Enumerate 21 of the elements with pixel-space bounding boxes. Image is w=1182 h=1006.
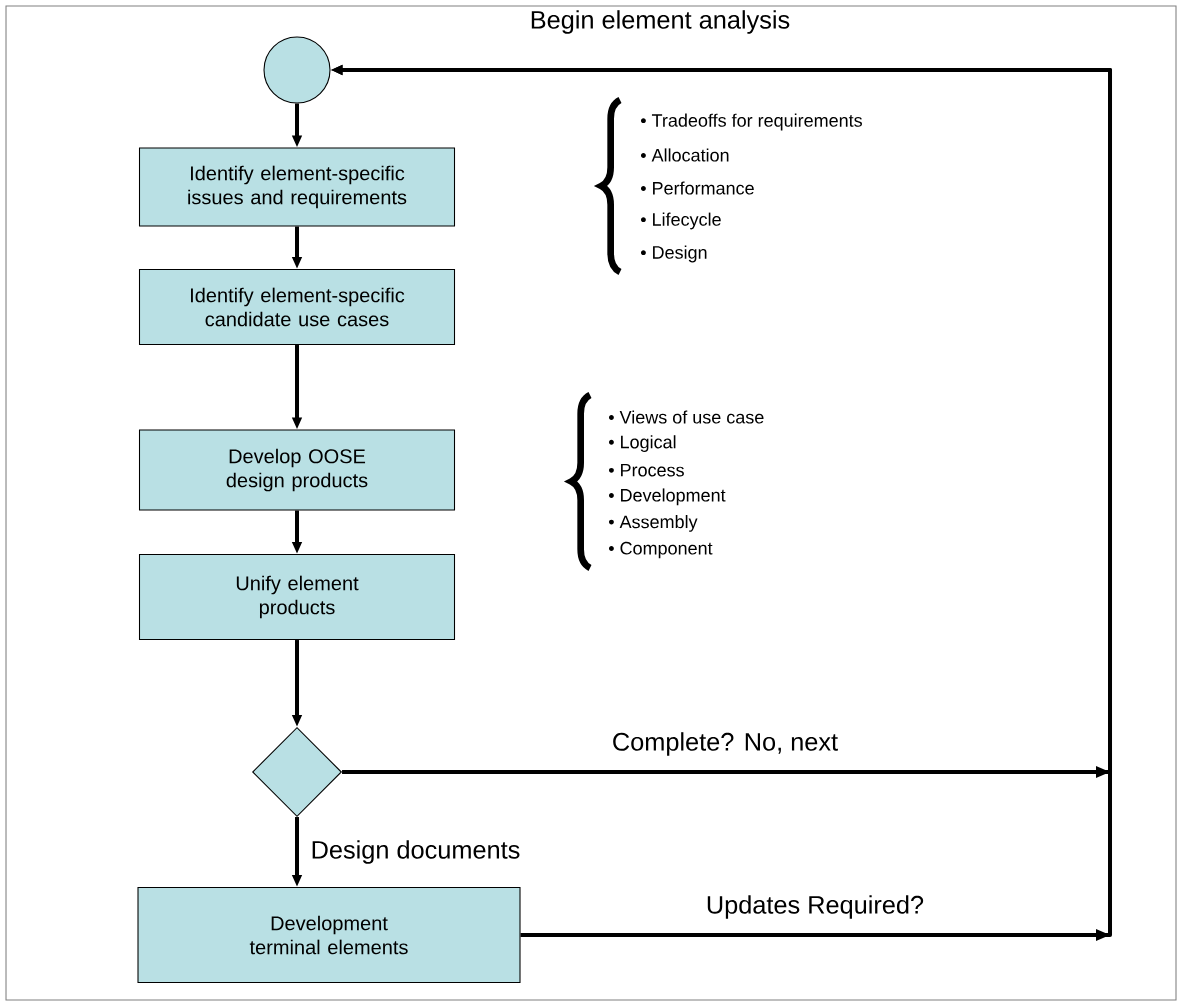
- bullet-item: • Component: [609, 541, 713, 559]
- edge-label: Updates Required?: [704, 893, 926, 921]
- bullet-item: • Performance: [641, 181, 754, 195]
- flow-label: Begin element analysis: [531, 10, 790, 34]
- bullet-item: • Design: [641, 245, 707, 263]
- edge-label: Complete? No, next: [610, 730, 840, 758]
- bullet-item: • Tradeoffs for requirements: [641, 113, 862, 131]
- process-box: Unify element products: [138, 553, 456, 641]
- process-box: Develop OOSE design products: [138, 429, 456, 511]
- bullet-item: • Logical: [609, 435, 676, 452]
- bullet-item: • Lifecycle: [641, 212, 721, 230]
- edge-label: Design documents: [309, 838, 522, 866]
- bullet-item: • Views of use case: [609, 410, 764, 424]
- bullet-item: • Assembly: [609, 515, 698, 532]
- bullet-item: • Development: [609, 488, 726, 506]
- bullet-item: • Allocation: [641, 148, 729, 162]
- process-box: Identify element-specific issues and requirements: [138, 147, 456, 227]
- process-box: Identify element-specific candidate use cases: [138, 268, 456, 346]
- bullet-item: • Process: [609, 463, 684, 477]
- process-box: Development terminal elements: [137, 886, 521, 984]
- start-circle: [263, 36, 331, 104]
